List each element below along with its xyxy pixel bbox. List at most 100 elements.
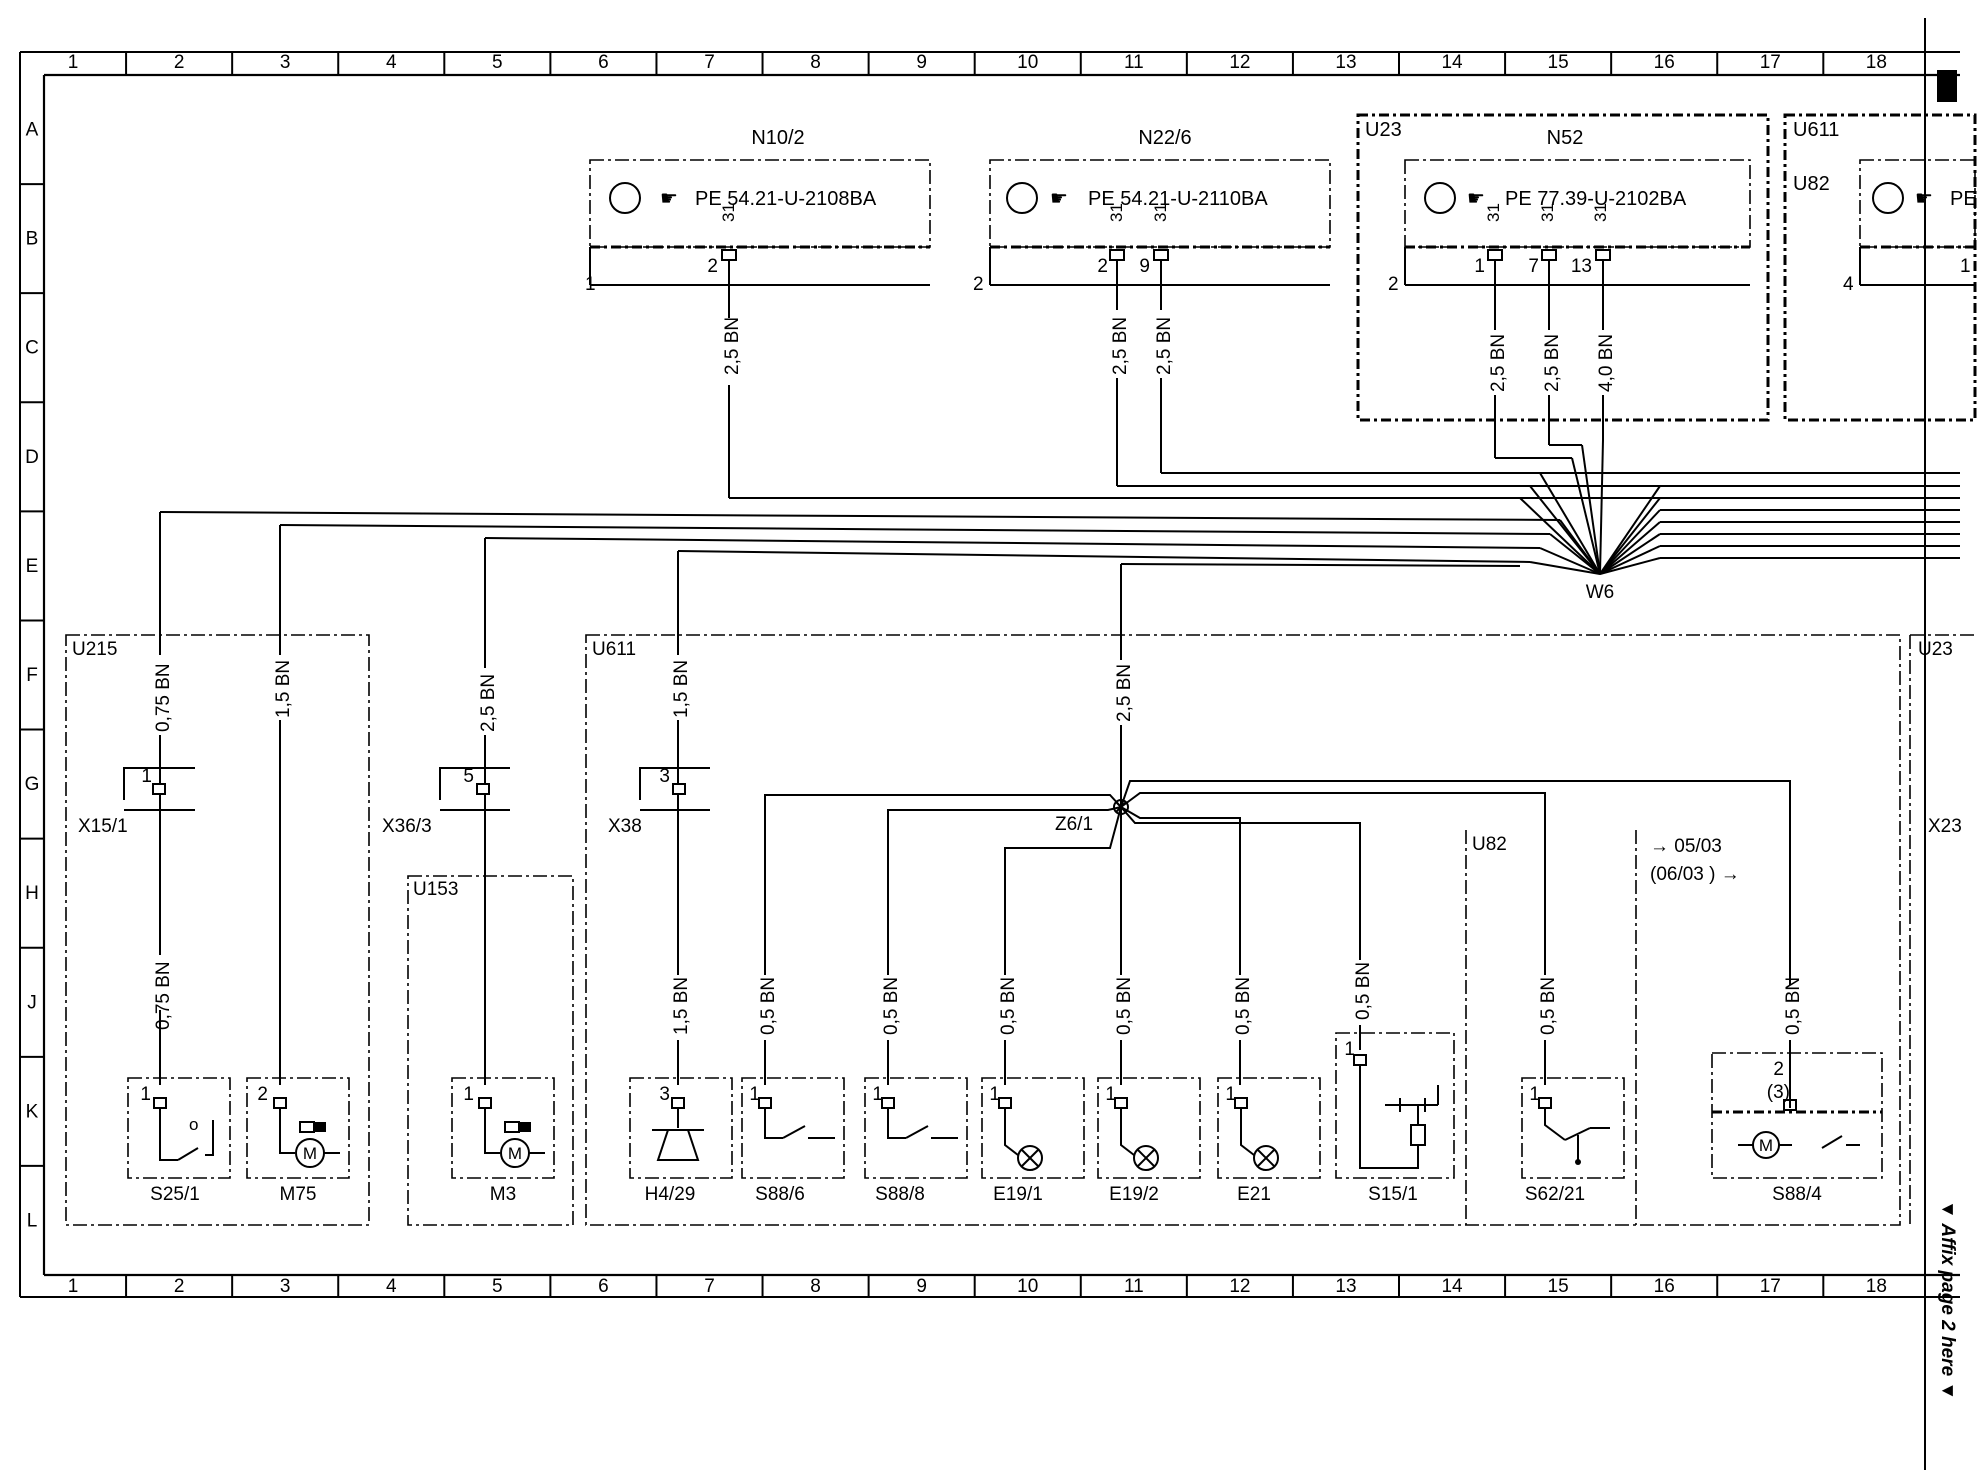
component-s15-1: 1 S15/1	[1335, 1032, 1455, 1205]
connector-x38: 3 X38	[608, 766, 710, 837]
component-s88-4: 2 (3) M S88/4	[1711, 1052, 1883, 1205]
version-note-1: → 05/03	[1650, 836, 1722, 857]
svg-text:2: 2	[707, 256, 718, 277]
grid-col-top: 5	[492, 52, 503, 73]
grid-col-bottom: 13	[1335, 1276, 1356, 1297]
grid-col-top: 2	[174, 52, 185, 73]
svg-text:M3: M3	[490, 1184, 516, 1205]
svg-text:1: 1	[1225, 1084, 1236, 1105]
svg-text:U215: U215	[72, 639, 117, 660]
svg-text:M: M	[303, 1144, 317, 1163]
svg-text:E21: E21	[1237, 1184, 1271, 1205]
svg-text:31: 31	[1538, 203, 1557, 222]
grid-row: K	[26, 1101, 39, 1122]
wrench-icon: ☛	[1915, 188, 1933, 210]
grid-col-top: 12	[1229, 52, 1250, 73]
svg-text:2: 2	[257, 1084, 268, 1105]
component-s25-1: 1 o S25/1	[127, 1077, 231, 1205]
grid-row: A	[26, 120, 39, 141]
grid-col-top: 13	[1335, 52, 1356, 73]
grid-col-top: 10	[1017, 52, 1038, 73]
svg-text:S62/21: S62/21	[1525, 1184, 1585, 1205]
svg-text:PE 54.21-U-2110BA: PE 54.21-U-2110BA	[1088, 188, 1268, 210]
svg-text:1: 1	[1960, 256, 1971, 277]
svg-text:1: 1	[1105, 1084, 1116, 1105]
svg-text:U23: U23	[1365, 119, 1402, 141]
svg-text:(3): (3)	[1767, 1082, 1790, 1103]
component-h4-29: 3 H4/29	[629, 1077, 733, 1205]
grid-col-top: 11	[1124, 52, 1144, 73]
svg-text:2: 2	[1388, 274, 1399, 295]
svg-text:31: 31	[1484, 203, 1503, 222]
frame	[19, 18, 1960, 1470]
svg-text:2,5 BN: 2,5 BN	[1488, 334, 1509, 392]
svg-text:Z6/1: Z6/1	[1055, 814, 1093, 835]
svg-text:3: 3	[659, 1084, 670, 1105]
module-u82-top: U611 U82 4 ☛ PE 1	[1783, 113, 1977, 422]
component-e19-1: 1 E19/1	[981, 1077, 1085, 1205]
group-boxes: U215 U611 U153 U23 U82 → 05/03 (06/03 ) …	[65, 634, 1975, 1226]
splice-z6-1: Z6/1	[764, 780, 1791, 985]
grid-row: L	[27, 1210, 38, 1231]
svg-text:0,5 BN: 0,5 BN	[1538, 977, 1559, 1035]
svg-text:1: 1	[141, 766, 152, 787]
grid-col-top: 14	[1441, 52, 1463, 73]
svg-text:2: 2	[1773, 1059, 1784, 1080]
svg-text:M75: M75	[280, 1184, 317, 1205]
grid-col-top: 7	[704, 52, 715, 73]
svg-text:2,5 BN: 2,5 BN	[1542, 334, 1563, 392]
svg-text:X15/1: X15/1	[78, 816, 128, 837]
svg-text:U611: U611	[592, 639, 636, 660]
svg-text:X36/3: X36/3	[382, 816, 432, 837]
grid-col-bottom: 8	[810, 1276, 821, 1297]
component-s88-8: 1 S88/8	[864, 1077, 968, 1205]
svg-text:31: 31	[719, 203, 738, 222]
svg-text:PE 77.39-U-2102BA: PE 77.39-U-2102BA	[1505, 188, 1687, 210]
svg-text:31: 31	[1151, 203, 1170, 222]
grid-col-bottom: 3	[280, 1276, 291, 1297]
grid-col-top: 9	[916, 52, 927, 73]
grid-col-top: 15	[1548, 52, 1569, 73]
grid-row: H	[25, 883, 39, 904]
grid-col-bottom: 6	[598, 1276, 609, 1297]
grid-col-top: 18	[1866, 52, 1887, 73]
grid-col-bottom: 18	[1866, 1276, 1887, 1297]
module-ref: PE 54.21-U-2108BA	[695, 188, 877, 210]
svg-text:S88/8: S88/8	[875, 1184, 925, 1205]
component-m75: 2 M M75	[246, 1077, 350, 1205]
svg-text:X38: X38	[608, 816, 642, 837]
svg-text:13: 13	[1571, 256, 1592, 277]
svg-text:1: 1	[1474, 256, 1485, 277]
svg-text:0,75 BN: 0,75 BN	[153, 961, 174, 1030]
svg-text:2,5 BN: 2,5 BN	[478, 674, 499, 732]
component-e19-2: 1 E19/2	[1097, 1077, 1201, 1205]
svg-text:U153: U153	[413, 879, 458, 900]
svg-text:0,75 BN: 0,75 BN	[153, 663, 174, 732]
svg-text:N22/6: N22/6	[1138, 127, 1191, 149]
grid-col-top: 4	[386, 52, 397, 73]
svg-text:E19/2: E19/2	[1109, 1184, 1159, 1205]
connector-x23: X23	[1928, 816, 1962, 837]
svg-text:2,5 BN: 2,5 BN	[1154, 317, 1175, 375]
svg-text:S88/4: S88/4	[1772, 1184, 1822, 1205]
svg-text:2: 2	[1097, 256, 1108, 277]
svg-text:1,5 BN: 1,5 BN	[671, 977, 692, 1035]
side-label: 1	[585, 274, 596, 295]
grid-row: E	[26, 556, 39, 577]
wrench-icon: ☛	[1467, 188, 1485, 210]
feed-wires: 0,75 BN 0,75 BN 1,5 BN 2,5 BN 1,5 BN 1,5…	[153, 512, 1135, 1085]
svg-text:S15/1: S15/1	[1368, 1184, 1418, 1205]
version-note-2: (06/03 ) →	[1650, 864, 1740, 885]
svg-text:0,5 BN: 0,5 BN	[998, 977, 1019, 1035]
grid-col-bottom: 14	[1441, 1276, 1463, 1297]
svg-text:0,5 BN: 0,5 BN	[758, 977, 779, 1035]
svg-text:1: 1	[1344, 1039, 1355, 1060]
grid-col-bottom: 2	[174, 1276, 185, 1297]
connector-x36-3: 5 X36/3	[382, 766, 510, 837]
grid-col-bottom: 5	[492, 1276, 503, 1297]
grid-col-bottom: 4	[386, 1276, 397, 1297]
grid-col-top: 3	[280, 52, 291, 73]
module-name: N10/2	[751, 127, 804, 149]
connector-x15-1: 1 X15/1	[78, 766, 195, 837]
svg-text:o: o	[189, 1115, 198, 1134]
